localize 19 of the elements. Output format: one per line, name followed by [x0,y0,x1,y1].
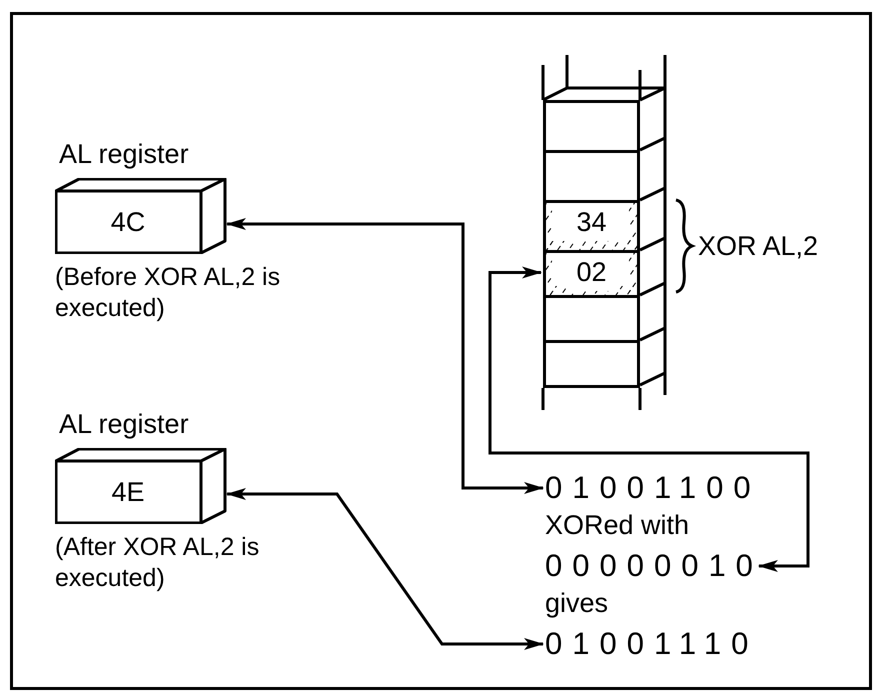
binary-number: 01001110 [545,624,758,664]
memory-cell [543,150,640,203]
connector-arrow [226,218,544,494]
text-label: XORed with [545,509,690,542]
register-heading: AL register [59,408,189,441]
connector-arrow [488,266,810,572]
text-label: gives [545,587,608,620]
binary-number: 01001100 [545,468,761,508]
memory-cell [543,295,640,343]
register-value: 4C [110,206,146,239]
binary-number: 00000010 [545,546,763,586]
register-caption: (Before XOR AL,2 is executed) [55,262,282,324]
text-label: XOR AL,2 [698,230,818,263]
register-value: 4E [110,476,146,509]
register-heading: AL register [59,138,189,171]
connector-arrow [226,488,544,650]
memory-cell [543,340,640,388]
register-caption: (After XOR AL,2 is executed) [55,532,260,594]
memory-cell [543,100,640,153]
